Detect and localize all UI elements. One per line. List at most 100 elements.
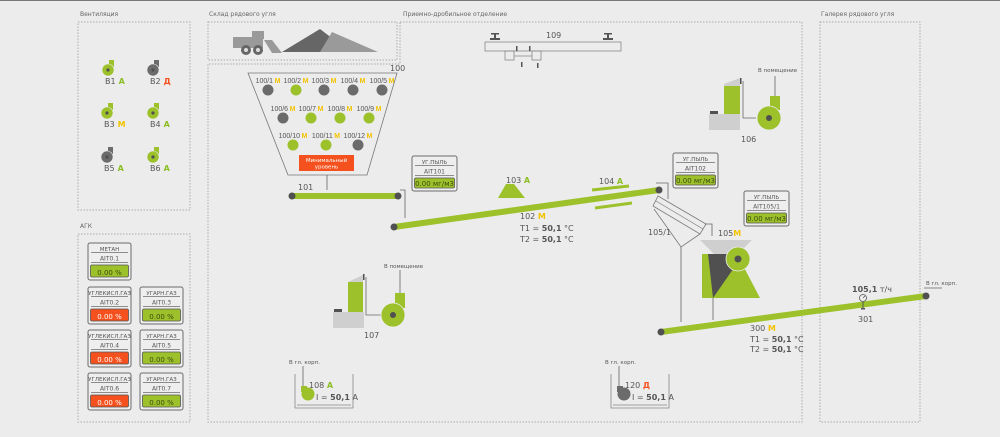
section-gallery-title: Галерея рядового угля xyxy=(821,11,895,18)
aspiration-106-label: 106 xyxy=(741,135,756,144)
sensor-value-field xyxy=(142,308,181,322)
sensor-tag: AIT0.5 xyxy=(152,343,171,350)
feeder-100-12[interactable] xyxy=(352,139,364,151)
sensor-name: УГЛЕКИСЛ.ГАЗ xyxy=(88,291,131,297)
conveyor-101-label: 101 xyxy=(298,183,313,192)
feeder-100-6[interactable] xyxy=(277,112,289,124)
sensor-tag: AIT0.3 xyxy=(152,300,171,307)
conveyor-102-t2: T2 = 50,1 °C xyxy=(519,235,574,244)
belt-scale-301[interactable] xyxy=(859,294,867,310)
sensor-value: 0.00 % xyxy=(149,356,174,364)
sensor-tag: AIT0.1 xyxy=(100,256,119,263)
screen-105-1-label: 105/1 xyxy=(648,228,671,237)
feeder-100-8[interactable] xyxy=(334,112,346,124)
sensor-tag: AIT105/1 xyxy=(753,204,780,211)
feeder-100-11[interactable] xyxy=(320,139,332,151)
fan-5[interactable] xyxy=(100,147,114,164)
sensor-name: УГАРН.ГАЗ xyxy=(146,334,177,340)
feeder-100-10[interactable] xyxy=(287,139,299,151)
conveyor-300[interactable] xyxy=(657,292,930,336)
bunker-100[interactable] xyxy=(247,72,398,176)
sensor-name: УГАРН.ГАЗ xyxy=(146,377,177,383)
conveyor-102[interactable] xyxy=(390,186,663,231)
sensor-name: УГ.ПЫЛЬ xyxy=(422,160,448,166)
gas-analyzer-AIT0.4[interactable]: УГЛЕКИСЛ.ГАЗ AIT0.4 0.00 % xyxy=(87,329,132,368)
section-receiving xyxy=(207,21,803,423)
sensor-tag: AIT0.4 xyxy=(100,343,119,350)
sensor-name: УГАРН.ГАЗ xyxy=(146,291,177,297)
sensor-value-field xyxy=(90,264,129,278)
sensor-value: 0.00 % xyxy=(97,356,122,364)
crusher-105[interactable] xyxy=(700,240,760,298)
feeder-100-5[interactable] xyxy=(376,84,388,96)
feeder-100-1[interactable] xyxy=(262,84,274,96)
fan-2[interactable] xyxy=(146,60,160,77)
belt-scale-301-label: 301 xyxy=(858,315,873,324)
aspiration-unit-106[interactable] xyxy=(709,76,782,131)
conveyor-300-label: 300 М xyxy=(750,324,776,333)
pump-120-current: I = 50,1 А xyxy=(632,393,674,402)
separator-104-label: 104 А xyxy=(599,177,624,186)
sensor-tag: AIT0.6 xyxy=(100,386,119,393)
sensor-name: УГЛЕКИСЛ.ГАЗ xyxy=(88,334,131,340)
feeder-103[interactable] xyxy=(498,184,525,198)
crane-109[interactable] xyxy=(484,33,622,68)
section-receiving-title: Приемно-дробильное отделение xyxy=(403,11,507,18)
sensor-value-field xyxy=(746,212,787,224)
section-storage xyxy=(207,21,398,61)
sump-108 xyxy=(294,374,354,409)
sensor-tag: AIT102 xyxy=(685,166,706,173)
sensor-value: 0.00 мг/м3 xyxy=(676,177,715,185)
to-room-label: В помещение xyxy=(384,264,424,270)
gas-analyzer-AIT0.5[interactable]: УГАРН.ГАЗ AIT0.5 0.00 % xyxy=(139,329,184,368)
sensor-value: 0.00 мг/м3 xyxy=(747,215,786,223)
pump-120[interactable] xyxy=(617,386,631,401)
fan-1[interactable] xyxy=(101,60,115,77)
fan-4[interactable] xyxy=(146,103,160,120)
transfer-arrow xyxy=(656,182,669,199)
transfer-arrow xyxy=(400,189,406,218)
separator-104[interactable] xyxy=(591,184,633,210)
feeder-100-7[interactable] xyxy=(305,112,317,124)
fan-6[interactable] xyxy=(146,147,160,164)
pump-108[interactable] xyxy=(301,386,315,401)
screen-105-1[interactable] xyxy=(652,195,707,248)
aspiration-unit-107[interactable] xyxy=(333,270,406,328)
aspiration-107-label: 107 xyxy=(364,331,379,340)
conveyor-101[interactable] xyxy=(288,192,402,200)
sensor-value-field xyxy=(142,394,181,408)
pump-108-label: 108 А xyxy=(309,381,334,390)
feeder-100-9[interactable] xyxy=(363,112,375,124)
feeder-100-2[interactable] xyxy=(290,84,302,96)
section-storage-title: Склад рядового угля xyxy=(209,11,276,18)
sensor-tag: AIT0.7 xyxy=(152,386,171,393)
conveyor-102-t1: T1 = 50,1 °C xyxy=(519,224,574,233)
min-level-text: Минимальный xyxy=(306,157,348,164)
sensor-value: 0.00 % xyxy=(97,313,122,321)
min-level-text: уровень xyxy=(315,165,339,171)
feeder-100-3[interactable] xyxy=(318,84,330,96)
fan-3[interactable] xyxy=(100,103,114,120)
sensor-value-field xyxy=(90,394,129,408)
crusher-105-label: 105М xyxy=(718,229,741,238)
feeder-100-4[interactable] xyxy=(347,84,359,96)
